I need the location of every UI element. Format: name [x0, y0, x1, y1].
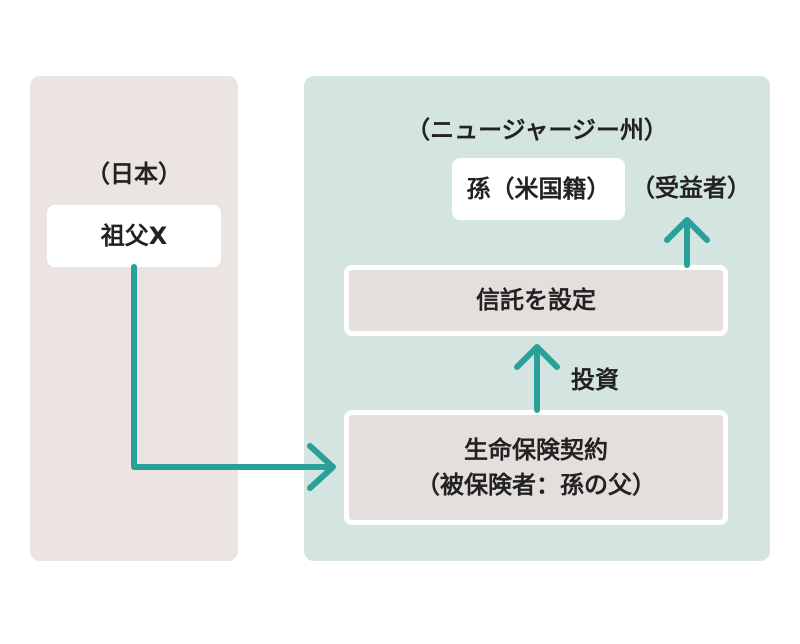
japan-region-label: （日本）: [86, 160, 182, 188]
trust-node: 信託を設定: [344, 265, 728, 336]
beneficiary-label: （受益者）: [631, 174, 751, 202]
insurance-to-trust-arrow: [514, 344, 560, 413]
investment-label: 投資: [571, 366, 619, 394]
life-insurance-node: 生命保険契約 （被保険者：孫の父）: [344, 410, 728, 525]
new-jersey-region-label: （ニュージャージー州）: [406, 116, 668, 144]
life-insurance-label: 生命保険契約: [464, 435, 608, 464]
trust-label: 信託を設定: [476, 286, 596, 315]
grandchild-label: 孫（米国籍）: [466, 174, 611, 203]
grandfather-to-insurance-arrow: [131, 264, 336, 491]
trust-to-grandchild-arrow: [664, 217, 710, 268]
grandfather-label: 祖父X: [100, 221, 168, 250]
grandfather-node: 祖父X: [47, 205, 221, 267]
insured-person-label: （被保険者：孫の父）: [416, 470, 656, 499]
grandchild-node: 孫（米国籍）: [452, 158, 625, 220]
